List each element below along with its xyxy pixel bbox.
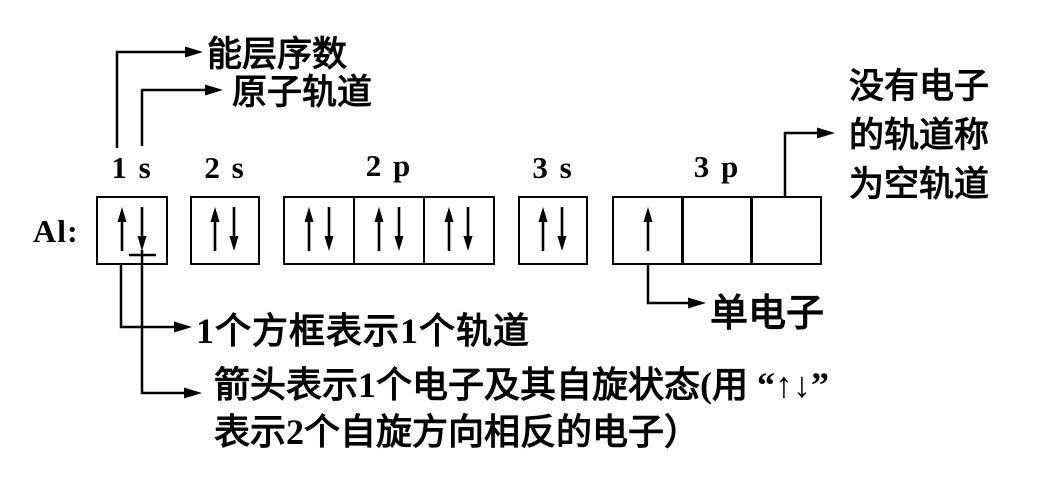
spin-down-arrow-icon [557,207,567,251]
annotation-energy-level: 能层序数 [207,35,348,74]
spin-up-arrow-icon [374,207,384,251]
orbital-box [422,196,495,265]
orbital-label-2p: 2 p [365,148,413,183]
pointer-atomic-orbital-arrow [140,84,223,146]
orbital-boxes-3s [518,196,588,265]
spin-down-arrow-icon [137,207,147,251]
element-symbol: Al: [33,213,79,249]
spin-down-arrow-icon [394,207,404,251]
pointer-empty-orbital-arrow [783,127,835,197]
orbital-boxes-2s [190,196,260,265]
orbital-boxes-1s [96,196,168,265]
annotation-spin-meaning-line2: 表示2个自旋方向相反的电子） [214,412,701,452]
orbital-label-1s: 1 s [111,150,153,185]
pointer-spin-meaning-arrow [129,250,202,399]
pointer-box-meaning-arrow [119,264,192,333]
spin-up-arrow-icon [210,207,220,251]
annotation-spin-meaning: 箭头表示1个电子及其自旋状态(用 “↑↓” 表示2个自旋方向相反的电子） [214,362,829,456]
annotation-atomic-orbital: 原子轨道 [232,73,373,112]
pointer-single-electron-arrow [646,264,706,309]
annotation-empty-orbital-line2: 的轨道称 [849,116,990,155]
spin-down-arrow-icon [229,207,239,251]
annotation-box-meaning: 1个方框表示1个轨道 [196,311,531,351]
spin-down-arrow-icon [324,207,334,251]
pointer-energy-level-arrow [115,46,203,148]
orbital-box [190,196,260,265]
orbital-boxes-2p [283,196,495,265]
orbital-box [518,196,588,265]
annotation-empty-orbital-line3: 为空轨道 [849,165,990,204]
orbital-label-3s: 3 s [532,150,574,185]
orbital-label-3p: 3 p [693,149,741,184]
spin-down-arrow-icon [463,207,473,251]
orbital-box [96,196,168,265]
spin-up-arrow-icon [538,207,548,251]
annotation-empty-orbital-line1: 没有电子 [849,67,990,106]
spin-up-arrow-icon [117,207,127,251]
annotation-empty-orbital: 没有电子 的轨道称 为空轨道 [849,62,989,209]
orbital-label-2s: 2 s [204,150,246,185]
annotation-single-electron: 单电子 [710,293,825,335]
spin-up-arrow-icon [304,207,314,251]
annotation-spin-meaning-line1: 箭头表示1个电子及其自旋状态(用 “↑↓” [214,365,829,405]
spin-up-arrow-icon [444,207,454,251]
spin-up-arrow-icon [643,207,653,251]
